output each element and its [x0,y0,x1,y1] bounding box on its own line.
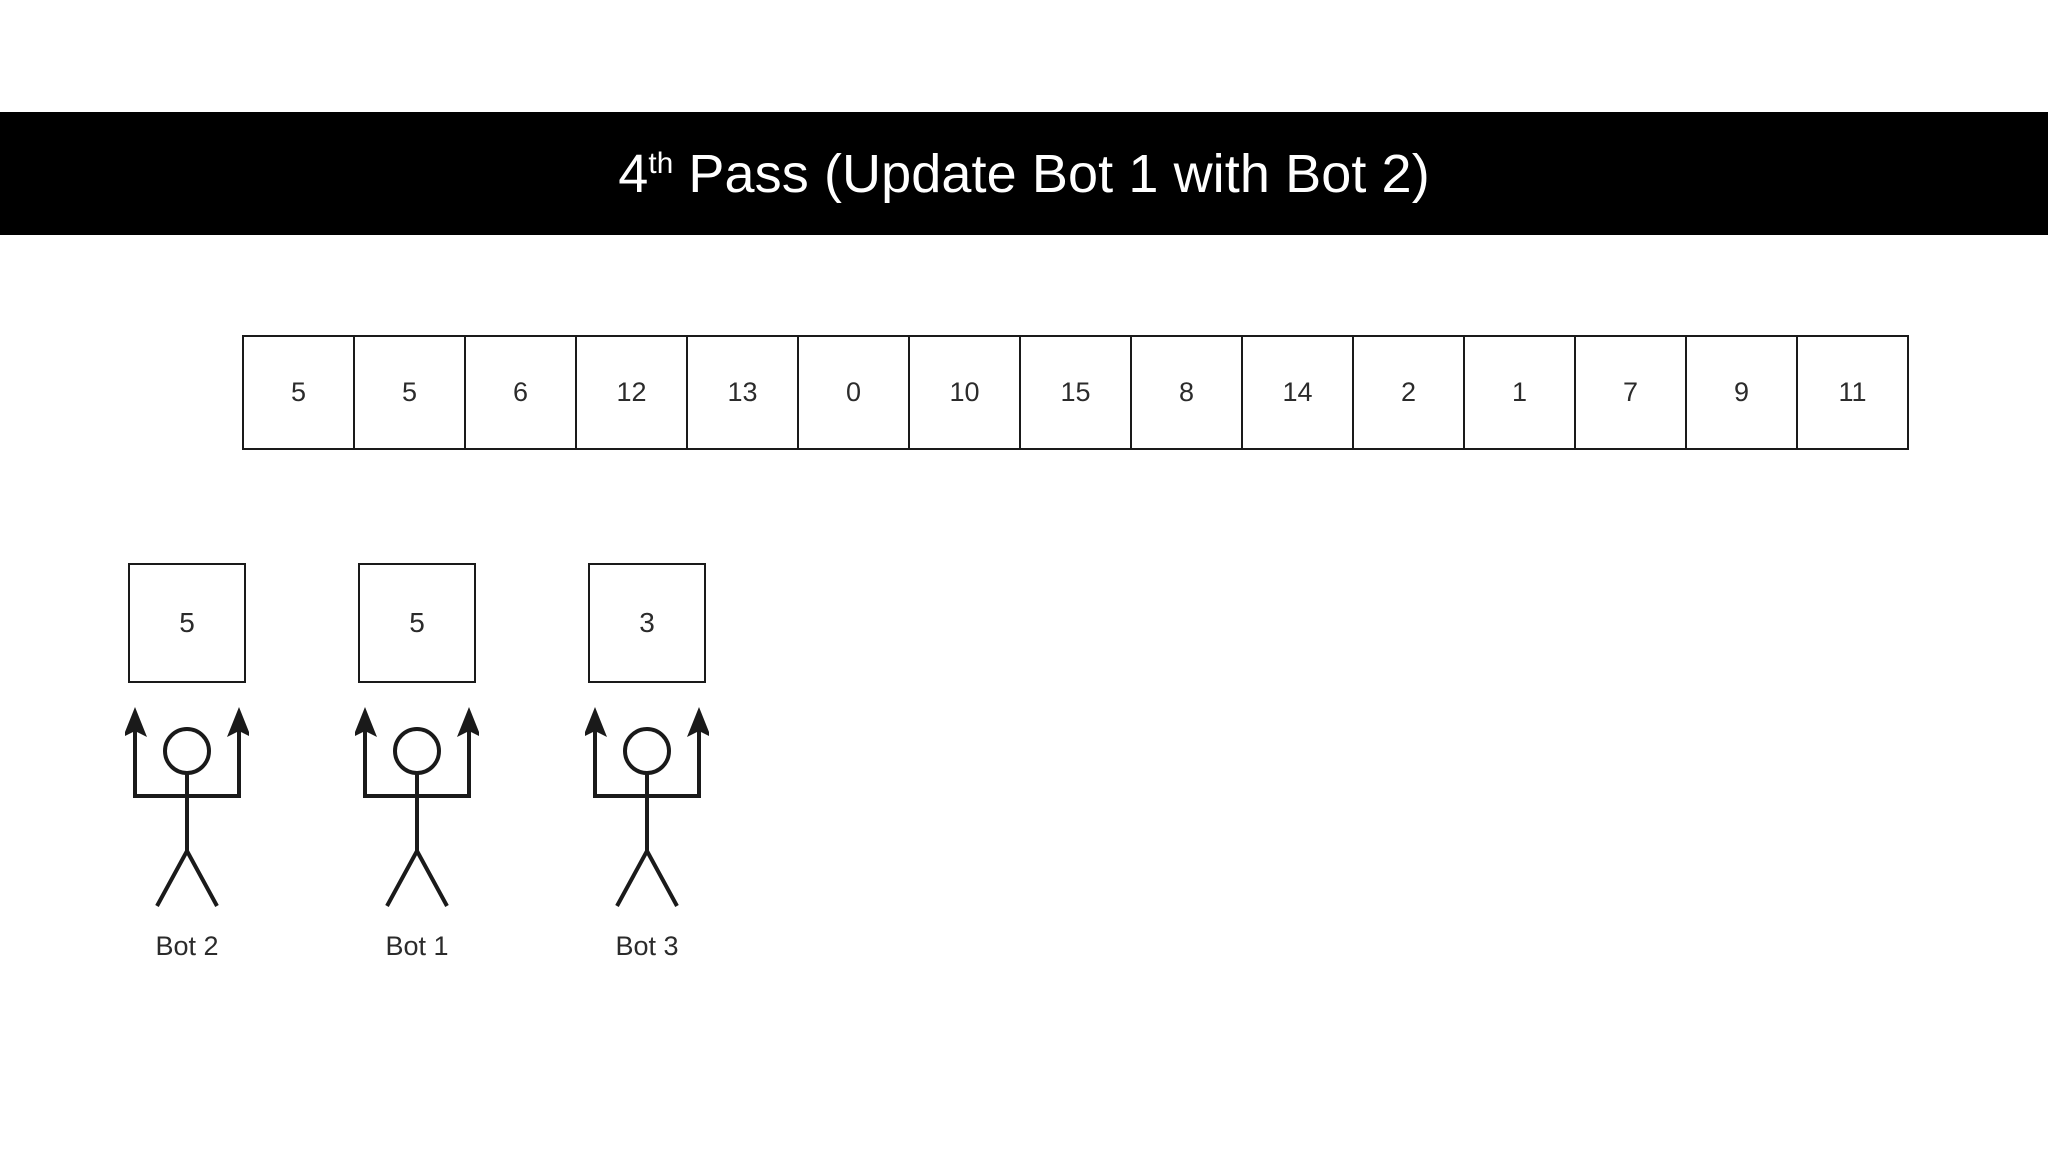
bot: 5 Bot 2 [123,563,251,983]
stick-figure-with-raised-arrow-arms-icon [123,707,251,907]
array-cell: 7 [1574,335,1687,450]
bot-value-box: 5 [128,563,246,683]
array-cell: 1 [1463,335,1576,450]
bot: 5 Bot 1 [353,563,481,983]
bot-label: Bot 3 [615,931,679,961]
array-cell: 11 [1796,335,1909,450]
bot-figure [123,701,251,916]
array-cell: 2 [1352,335,1465,450]
array-cell: 13 [686,335,799,450]
bot-label: Bot 1 [385,931,449,961]
stick-figure-with-raised-arrow-arms-icon [583,707,711,907]
array-cell: 5 [353,335,466,450]
array-cell: 10 [908,335,1021,450]
bot-label: Bot 2 [155,931,219,961]
array-cell: 12 [575,335,688,450]
bot-figure [583,701,711,916]
array-cell: 6 [464,335,577,450]
array-cell: 8 [1130,335,1243,450]
bot-value-box: 3 [588,563,706,683]
stick-figure-with-raised-arrow-arms-icon [353,707,481,907]
bot-value-box: 5 [358,563,476,683]
bot-figure [353,701,481,916]
title-ordinal-suffix: th [648,146,674,180]
array-cell: 15 [1019,335,1132,450]
array-cell: 14 [1241,335,1354,450]
page-title: 4th Pass (Update Bot 1 with Bot 2) [618,147,1430,201]
bot: 3 Bot 3 [583,563,711,983]
title-lead-number: 4 [618,143,649,204]
array-cell: 9 [1685,335,1798,450]
title-bar: 4th Pass (Update Bot 1 with Bot 2) [0,112,2048,235]
array-cell: 5 [242,335,355,450]
array-cell: 0 [797,335,910,450]
title-rest: Pass (Update Bot 1 with Bot 2) [673,143,1430,204]
